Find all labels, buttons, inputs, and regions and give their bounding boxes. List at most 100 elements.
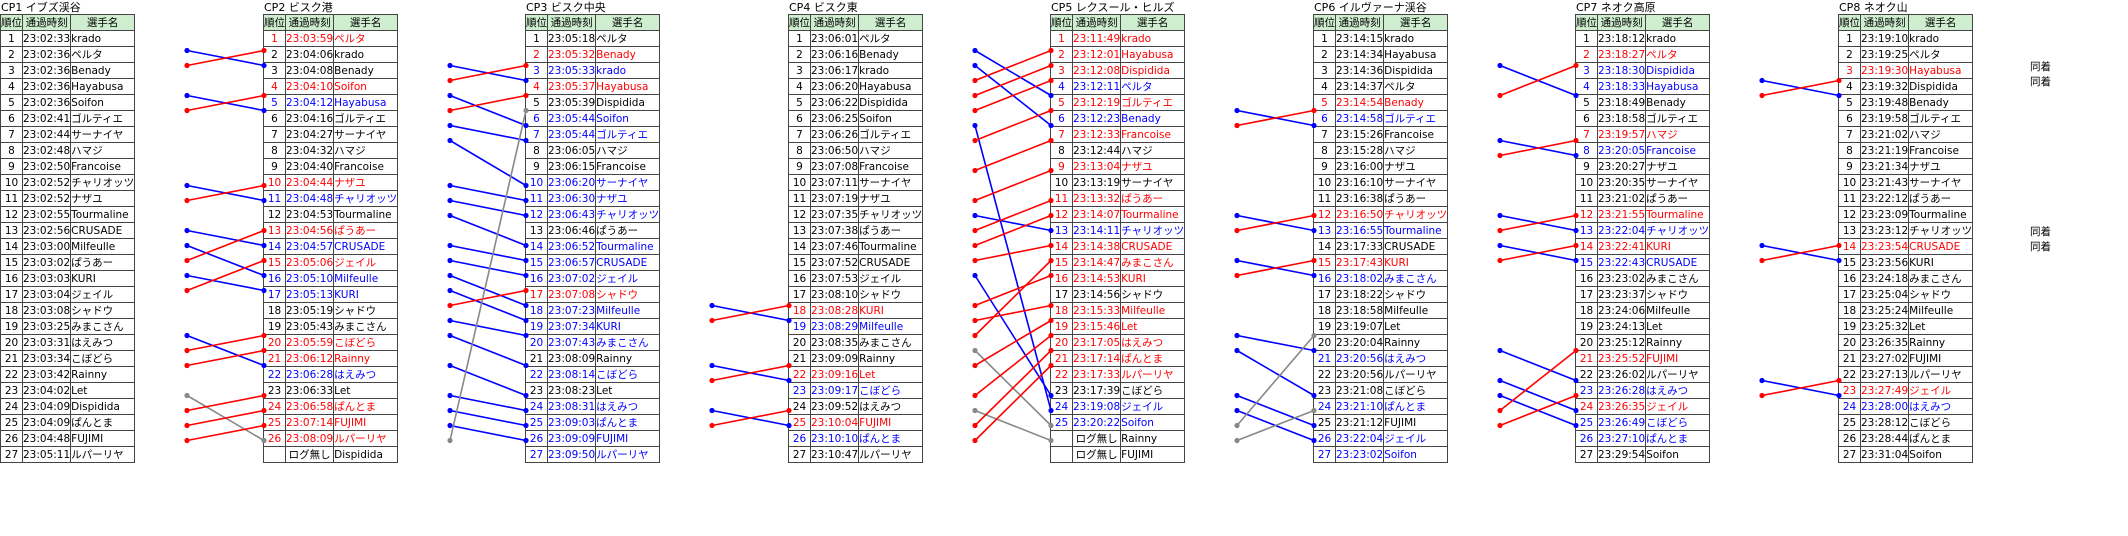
- connector-dot: [1573, 152, 1579, 159]
- name-cell: Benady: [70, 62, 136, 79]
- connector-dot: [709, 302, 715, 309]
- header-rank: 順位: [525, 14, 548, 31]
- name-cell: Hayabusa: [1645, 78, 1711, 95]
- name-cell: サーナイヤ: [858, 174, 924, 191]
- time-cell: 23:07:02: [546, 270, 597, 287]
- rank-change-line: [449, 199, 527, 217]
- rank-change-line: [449, 64, 527, 82]
- connector-dot: [972, 212, 978, 219]
- connector-dot: [184, 92, 190, 99]
- rank-change-line: [186, 274, 265, 292]
- name-cell: Soifon: [858, 110, 924, 127]
- time-cell: 23:05:10: [284, 270, 335, 287]
- connector-dot: [447, 242, 453, 249]
- name-cell: ルパーリヤ: [1120, 366, 1186, 383]
- rank-change-line: [974, 214, 1052, 232]
- cp-title: CP2 ビスク港: [264, 1, 333, 14]
- connector-dot: [972, 362, 978, 369]
- connector-dot: [1497, 152, 1503, 159]
- time-cell: 23:04:44: [284, 174, 335, 191]
- name-cell: ペルタ: [333, 30, 399, 47]
- connector-dot: [1048, 92, 1054, 99]
- time-cell: 23:03:34: [21, 350, 72, 367]
- rank-change-line: [1499, 349, 1577, 382]
- connector-dot: [1234, 272, 1240, 279]
- connector-dot: [1048, 437, 1054, 444]
- connector-dot: [1497, 242, 1503, 249]
- name-cell: FUJIMI: [858, 414, 924, 431]
- name-cell: Hayabusa: [70, 78, 136, 95]
- time-cell: 23:18:33: [1596, 78, 1647, 95]
- connector-dot: [972, 242, 978, 249]
- rank-change-line: [449, 319, 527, 337]
- connector-dot: [972, 347, 978, 354]
- connector-dot: [1759, 377, 1765, 384]
- cp-title: CP8 ネオク山: [1839, 1, 1908, 14]
- connector-dot: [786, 362, 792, 369]
- rank-cell: 22: [1838, 366, 1861, 383]
- connector-dot: [1573, 62, 1579, 69]
- time-cell: 23:23:02: [1334, 446, 1385, 463]
- rank-change-line: [974, 49, 1052, 97]
- time-cell: 23:18:27: [1596, 46, 1647, 63]
- connector-dot: [523, 92, 529, 99]
- time-cell: 23:14:47: [1071, 254, 1122, 271]
- name-cell: ゴルティエ: [70, 110, 136, 127]
- connector-dot: [523, 392, 529, 399]
- time-cell: 23:22:43: [1596, 254, 1647, 271]
- name-cell: Soifon: [1908, 446, 1974, 463]
- time-cell: 23:04:53: [284, 206, 335, 223]
- name-cell: Milfeulle: [1645, 302, 1711, 319]
- name-cell: Francoise: [1383, 126, 1449, 143]
- rank-cell: 19: [1313, 318, 1336, 335]
- connector-dot: [972, 47, 978, 54]
- time-cell: 23:25:52: [1596, 350, 1647, 367]
- connector-dot: [1573, 227, 1579, 234]
- time-cell: 23:03:04: [21, 286, 72, 303]
- connector-dot: [786, 317, 792, 324]
- connector-dot: [1048, 197, 1054, 204]
- time-cell: 23:17:33: [1334, 238, 1385, 255]
- connector-dot: [972, 317, 978, 324]
- connector-dot: [1836, 392, 1842, 399]
- time-cell: 23:08:10: [809, 286, 860, 303]
- connector-dot: [261, 347, 267, 354]
- connector-dot: [1497, 62, 1503, 69]
- connector-dot: [1234, 122, 1240, 129]
- connector-dot: [447, 422, 453, 429]
- connector-dot: [523, 182, 529, 189]
- connector-dot: [184, 272, 190, 279]
- header-name: 選手名: [1908, 14, 1974, 31]
- connector-dot: [523, 272, 529, 279]
- header-name: 選手名: [595, 14, 661, 31]
- connector-dot: [1759, 92, 1765, 99]
- time-cell: 23:05:44: [546, 126, 597, 143]
- connector-dot: [261, 362, 267, 369]
- rank-change-line: [1499, 379, 1577, 412]
- time-cell: 23:02:36: [21, 94, 72, 111]
- name-cell: Benady: [595, 46, 661, 63]
- rank-cell: 20: [1838, 334, 1861, 351]
- time-cell: 23:03:00: [21, 238, 72, 255]
- rank-change-line: [449, 94, 527, 127]
- name-cell: ゴルティエ: [1120, 94, 1186, 111]
- name-cell: ぱうあー: [1383, 190, 1449, 207]
- time-cell: 23:03:59: [284, 30, 335, 47]
